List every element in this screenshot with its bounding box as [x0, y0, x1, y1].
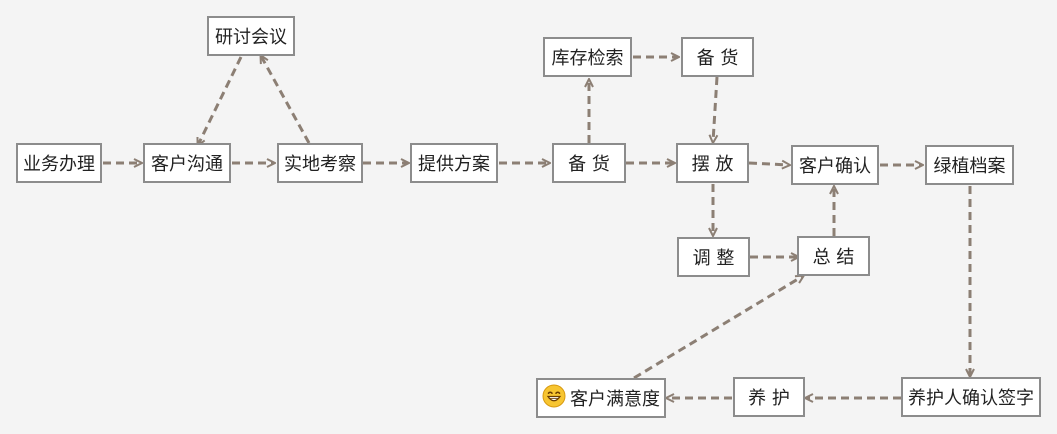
- node-label: 客户确认: [799, 156, 871, 177]
- node-fangan: 提供方案: [410, 143, 498, 183]
- node-label: 养护人确认签字: [908, 388, 1034, 409]
- node-label: 业务办理: [23, 154, 95, 175]
- node-dangan: 绿植档案: [925, 145, 1014, 185]
- node-kehu-goutong: 客户沟通: [143, 143, 231, 183]
- node-label: 客户满意度: [570, 389, 660, 410]
- edge-yantao-to-goutong: [198, 56, 243, 145]
- node-yanghu: 养 护: [733, 377, 805, 417]
- node-shidi: 实地考察: [277, 143, 363, 183]
- node-zongjie: 总 结: [797, 236, 870, 276]
- node-beihuo-1: 备 货: [552, 143, 626, 183]
- node-label: 调 整: [692, 248, 735, 269]
- edge-shidi-to-yantao: [261, 56, 311, 144]
- node-label: 客户沟通: [151, 154, 223, 175]
- node-baifang: 摆 放: [676, 143, 749, 183]
- node-label: 总 结: [812, 247, 855, 268]
- node-label: 摆 放: [691, 154, 734, 175]
- node-yewu: 业务办理: [16, 143, 102, 183]
- node-queren: 客户确认: [791, 145, 879, 185]
- node-beihuo-2: 备 货: [681, 37, 754, 77]
- edge-baifang-to-queren: [748, 163, 789, 165]
- node-label: 备 货: [696, 48, 739, 69]
- edge-beihuo2-to-baifang: [713, 76, 719, 142]
- node-label: 养 护: [748, 388, 790, 409]
- node-label: 备 货: [568, 154, 610, 175]
- node-label: 提供方案: [418, 154, 490, 175]
- node-label: 库存检索: [551, 48, 624, 69]
- edge-manyi-to-zongjie: [633, 276, 803, 380]
- node-manyi: 客户满意度: [536, 378, 666, 418]
- node-yantao: 研讨会议: [207, 16, 295, 56]
- node-label: 实地考察: [284, 154, 356, 175]
- node-tiaozheng: 调 整: [677, 237, 750, 277]
- node-kucun: 库存检索: [543, 37, 632, 77]
- grinning-face-icon: [542, 384, 566, 413]
- node-label: 研讨会议: [215, 27, 287, 48]
- node-qianzi: 养护人确认签字: [901, 377, 1041, 417]
- node-label: 绿植档案: [933, 156, 1006, 177]
